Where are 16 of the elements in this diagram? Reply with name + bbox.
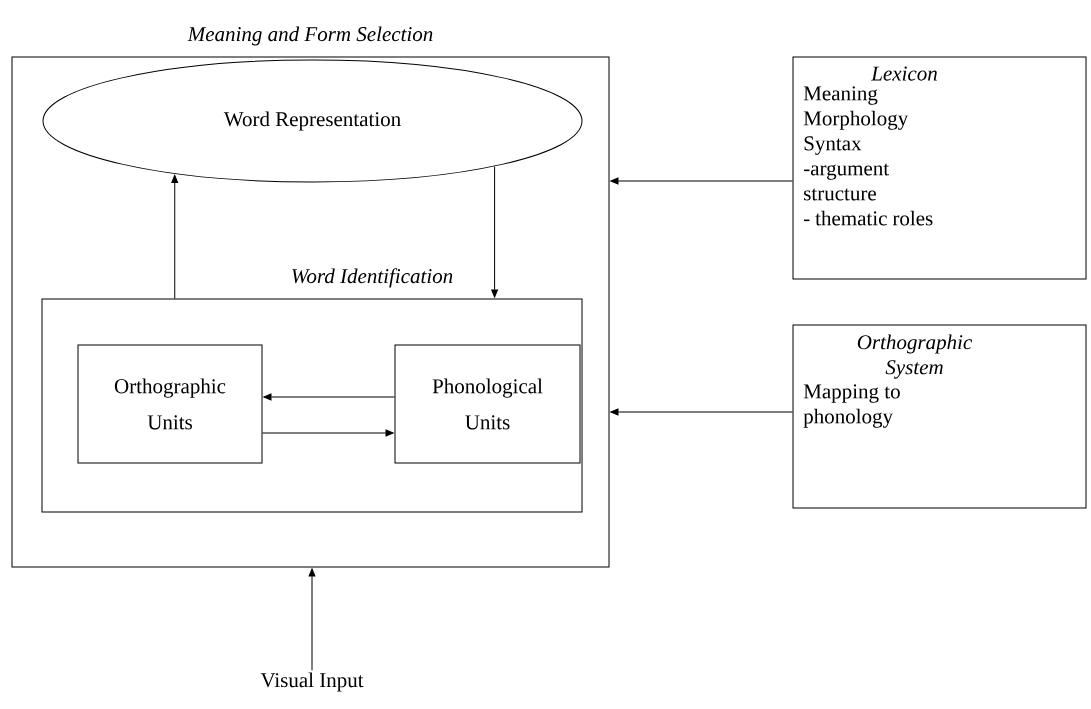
process-box xyxy=(41,268,583,513)
arrow xyxy=(491,165,498,298)
arrow xyxy=(171,174,179,299)
input-label: Visual Input xyxy=(260,672,364,692)
arrow xyxy=(262,429,394,437)
unit-box: Orthographic Units xyxy=(77,344,263,464)
info-box: Orthographic System Mapping to phonology xyxy=(792,324,1087,509)
arrow xyxy=(263,393,395,401)
arrow xyxy=(308,568,316,671)
outer-box xyxy=(11,26,610,568)
arrow xyxy=(610,177,793,185)
heading: Word Identification xyxy=(292,268,453,288)
heading: Meaning and Form Selection xyxy=(187,26,433,46)
unit-box: Phonological Units xyxy=(394,344,581,464)
info-box: Lexicon Meaning Morphology Syntax -argument structure - thematic roles xyxy=(792,56,1087,280)
arrow xyxy=(610,408,793,416)
